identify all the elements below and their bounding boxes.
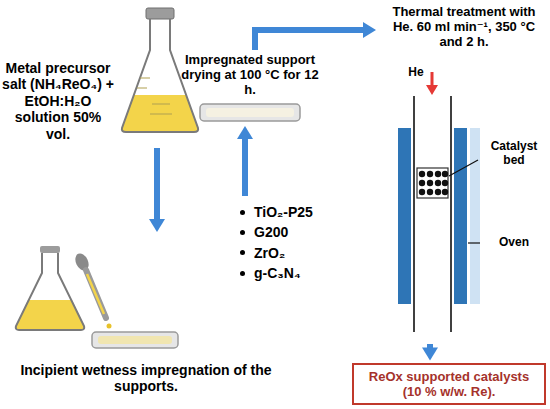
step-caption: Thermal treatment with He. 60 ml min⁻¹, …	[384, 4, 544, 50]
step-caption: Incipient wetness impregnation of the su…	[15, 362, 277, 395]
support-item: ZrO₂	[236, 245, 342, 261]
support-name: ZrO₂	[254, 245, 285, 261]
dropper	[73, 251, 112, 328]
support-name: g-C₃N₄	[254, 265, 301, 281]
bullet-dot	[240, 271, 245, 276]
arrow-head	[422, 348, 438, 361]
flow-arrow	[237, 126, 253, 196]
bullet-dot	[240, 210, 245, 215]
bullet-dot	[240, 250, 245, 255]
step-drying: Impregnated support drying at 100 °C for…	[178, 52, 322, 124]
support-item: G200	[236, 224, 342, 240]
callout-label: Catalyst bed	[481, 140, 547, 168]
support-name: G200	[254, 224, 288, 240]
gas-label: He	[404, 66, 428, 80]
step-precursor: Metal precursor salt (NH₄ReO₄) + EtOH:H₂…	[0, 4, 206, 146]
result-text: ReOx supported catalysts (10 % w/w. Re).	[358, 369, 540, 399]
callout-label: Oven	[481, 236, 547, 250]
arrow-head	[149, 219, 165, 232]
arrow-shaft	[154, 148, 160, 220]
support-item: g-C₃N₄	[236, 265, 342, 281]
flow-arrow	[422, 344, 438, 361]
support-item: TiO₂-P25	[236, 204, 342, 220]
arrow-head	[237, 126, 253, 139]
step-caption: Impregnated support drying at 100 °C for…	[178, 52, 322, 98]
step-impregnation: Incipient wetness impregnation of the su…	[5, 234, 290, 400]
drying-dish	[200, 104, 300, 121]
support-name: TiO₂-P25	[254, 204, 313, 220]
result-box: ReOx supported catalysts (10 % w/w. Re).	[352, 363, 546, 405]
support-dish	[92, 332, 178, 348]
support-list: TiO₂-P25G200ZrO₂ g-C₃N₄	[236, 198, 342, 292]
impregnation-flask	[16, 246, 84, 330]
step-thermal: Thermal treatment with He. 60 ml min⁻¹, …	[378, 2, 548, 342]
flow-arrow	[149, 148, 165, 232]
step-caption: Metal precursor salt (NH₄ReO₄) + EtOH:H₂…	[2, 60, 114, 142]
arrow-shaft	[255, 30, 364, 50]
arrow-shaft	[242, 138, 248, 196]
arrow-head	[363, 22, 376, 38]
flow-arrow	[255, 22, 376, 50]
bullet-dot	[240, 230, 245, 235]
reactor	[398, 72, 480, 332]
